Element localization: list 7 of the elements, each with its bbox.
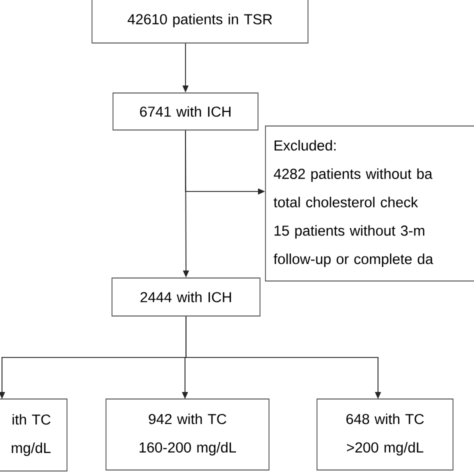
excluded-box: Excluded: 4282 patients without ba total cholesterol check 15 patients without 3-m follow-up or complete da — [265, 126, 474, 282]
flow-box: 2444 with ICH — [112, 278, 260, 316]
flow-box: 42610 patients in TSR — [92, 0, 308, 44]
flow-box: 648 with TC >200 mg/dL — [316, 398, 454, 470]
flow-box: 6741 with ICH — [112, 92, 258, 130]
flow-box: 942 with TC 160-200 mg/dL — [106, 398, 270, 470]
flow-box: ith TC mg/dL — [0, 398, 68, 472]
